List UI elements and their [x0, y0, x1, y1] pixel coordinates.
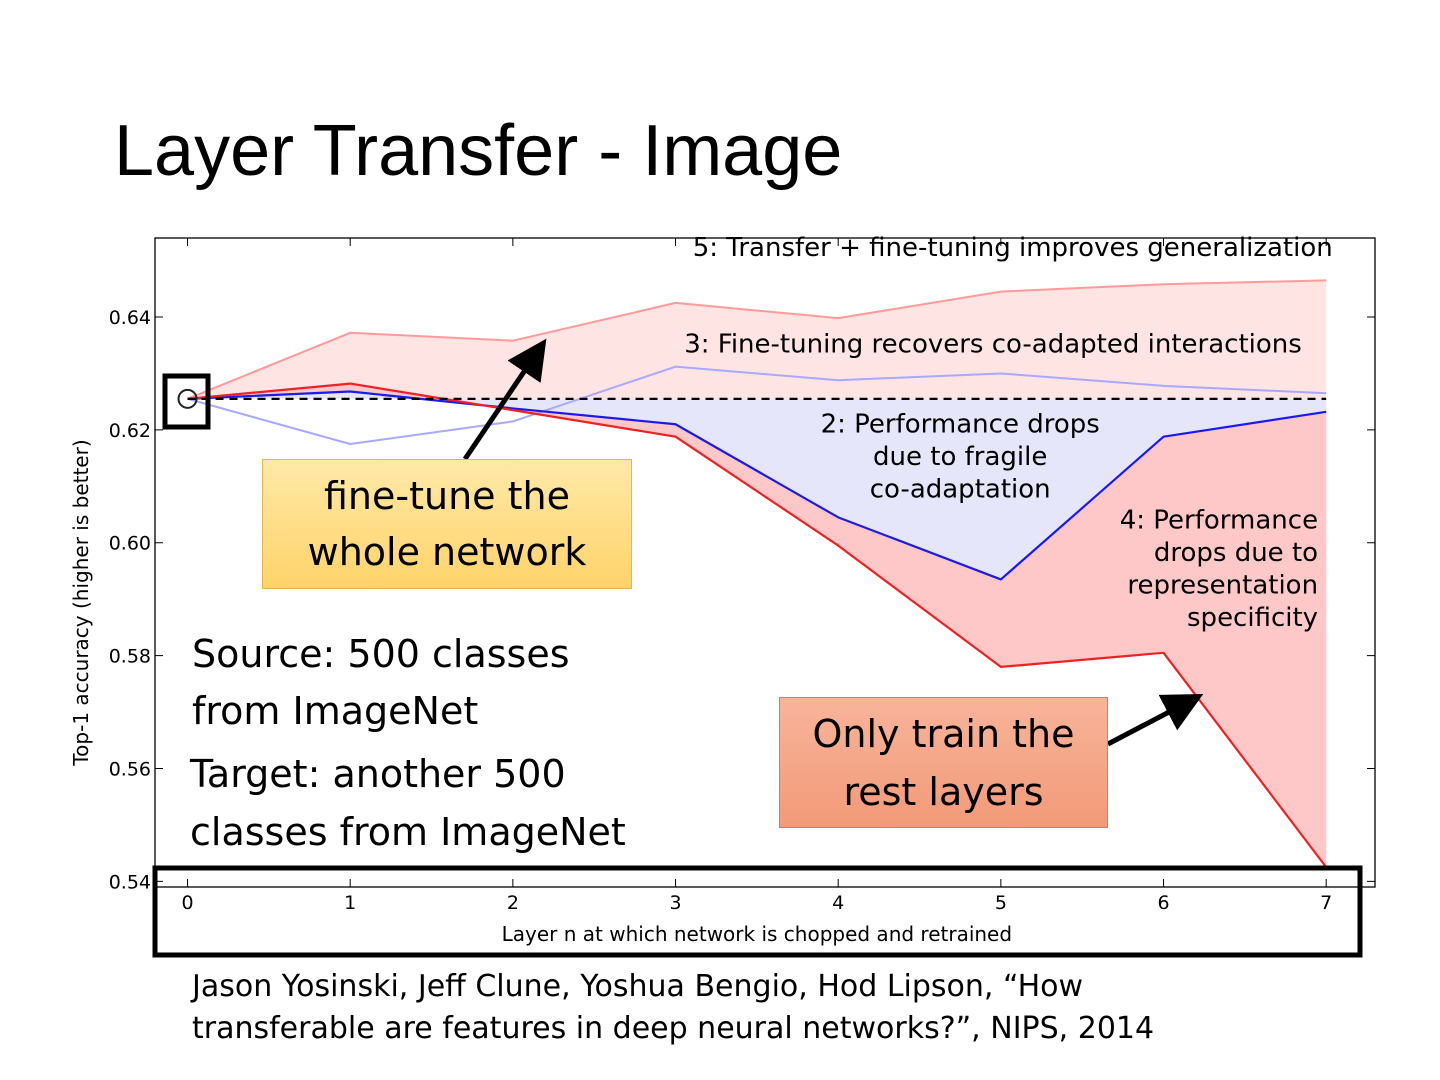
chart-fill-regions	[187, 280, 1327, 868]
train-rest-callout-line-2: rest layers	[843, 769, 1044, 814]
x-tick-label-0: 0	[181, 892, 193, 914]
chart-highlights	[152, 338, 1363, 958]
annotation-a2-line-3: co-adaptation	[870, 475, 1051, 505]
x-tick-label-6: 6	[1157, 892, 1169, 914]
x-tick-label-7: 7	[1320, 892, 1332, 914]
x-axis-label: Layer n at which network is chopped and …	[502, 922, 1012, 946]
y-tick-label-0.54: 0.54	[109, 871, 151, 893]
x-tick-label-5: 5	[995, 892, 1007, 914]
fill-coadaptation-drop	[187, 391, 1327, 580]
series-line-4	[187, 382, 1328, 868]
baseline-marker	[177, 388, 198, 409]
annotation-a4-line-3: representation	[1127, 571, 1318, 601]
chart-series	[187, 279, 1328, 868]
chart-baseline	[177, 388, 1327, 409]
annotation-a4-line-1: 4: Performance	[1120, 506, 1318, 536]
y-tick-label-0.64: 0.64	[109, 307, 151, 329]
origin-highlight-box	[162, 373, 211, 430]
series-line-1	[187, 279, 1327, 400]
annotation-a4-line-4: specificity	[1187, 603, 1318, 633]
annotation-a2-line-2: due to fragile	[873, 442, 1047, 472]
annotation-a4-line-2: drops due to	[1154, 538, 1318, 568]
fill-specificity-drop	[187, 383, 1327, 868]
x-tick-label-1: 1	[344, 892, 356, 914]
train-rest-arrow	[1106, 694, 1204, 747]
y-tick-label-0.56: 0.56	[109, 758, 151, 780]
source-line-1: Source: 500 classes	[192, 632, 570, 676]
citation: Jason Yosinski, Jeff Clune, Yoshua Bengi…	[192, 966, 1154, 1050]
plot-frame	[154, 237, 1376, 888]
annotation-a2-line-1: 2: Performance drops	[821, 410, 1100, 440]
finetune-arrow	[462, 338, 547, 461]
series-line-3	[187, 390, 1327, 581]
annotation-a3-line-1: 3: Fine-tuning recovers co-adapted inter…	[684, 330, 1302, 360]
target-line-1: Target: another 500	[190, 752, 566, 796]
slide-title: Layer Transfer - Image	[114, 111, 843, 191]
citation-line-2: transferable are features in deep neural…	[192, 1011, 1155, 1046]
x-tick-label-3: 3	[669, 892, 681, 914]
y-tick-label-0.60: 0.60	[109, 533, 151, 555]
target-description: Target: another 500 classes from ImageNe…	[190, 745, 626, 861]
annotation-a5: 5: Transfer + fine-tuning improves gener…	[693, 233, 1333, 263]
chart-axes	[154, 237, 1376, 888]
chart-annotations: 5: Transfer + fine-tuning improves gener…	[684, 233, 1333, 633]
annotation-a3: 3: Fine-tuning recovers co-adapted inter…	[684, 330, 1302, 360]
source-description: Source: 500 classes from ImageNet	[192, 626, 570, 740]
x-tick-label-2: 2	[507, 892, 519, 914]
y-tick-label-0.58: 0.58	[109, 646, 151, 668]
y-tick-label-0.62: 0.62	[109, 420, 151, 442]
target-line-2: classes from ImageNet	[190, 810, 626, 854]
finetune-callout-line-1: fine-tune the	[324, 474, 570, 518]
finetune-callout: fine-tune the whole network	[262, 459, 632, 589]
train-rest-callout: Only train the rest layers	[779, 697, 1108, 828]
x-axis-highlight-box	[152, 865, 1363, 958]
y-axis-label: Top-1 accuracy (higher is better)	[69, 439, 93, 766]
x-tick-label-4: 4	[832, 892, 844, 914]
finetune-callout-line-2: whole network	[307, 530, 587, 574]
series-line-2	[187, 365, 1327, 445]
citation-line-1: Jason Yosinski, Jeff Clune, Yoshua Bengi…	[192, 969, 1084, 1004]
annotation-a5-line-1: 5: Transfer + fine-tuning improves gener…	[693, 233, 1333, 263]
train-rest-callout-line-1: Only train the	[812, 711, 1075, 756]
source-line-2: from ImageNet	[192, 689, 479, 733]
